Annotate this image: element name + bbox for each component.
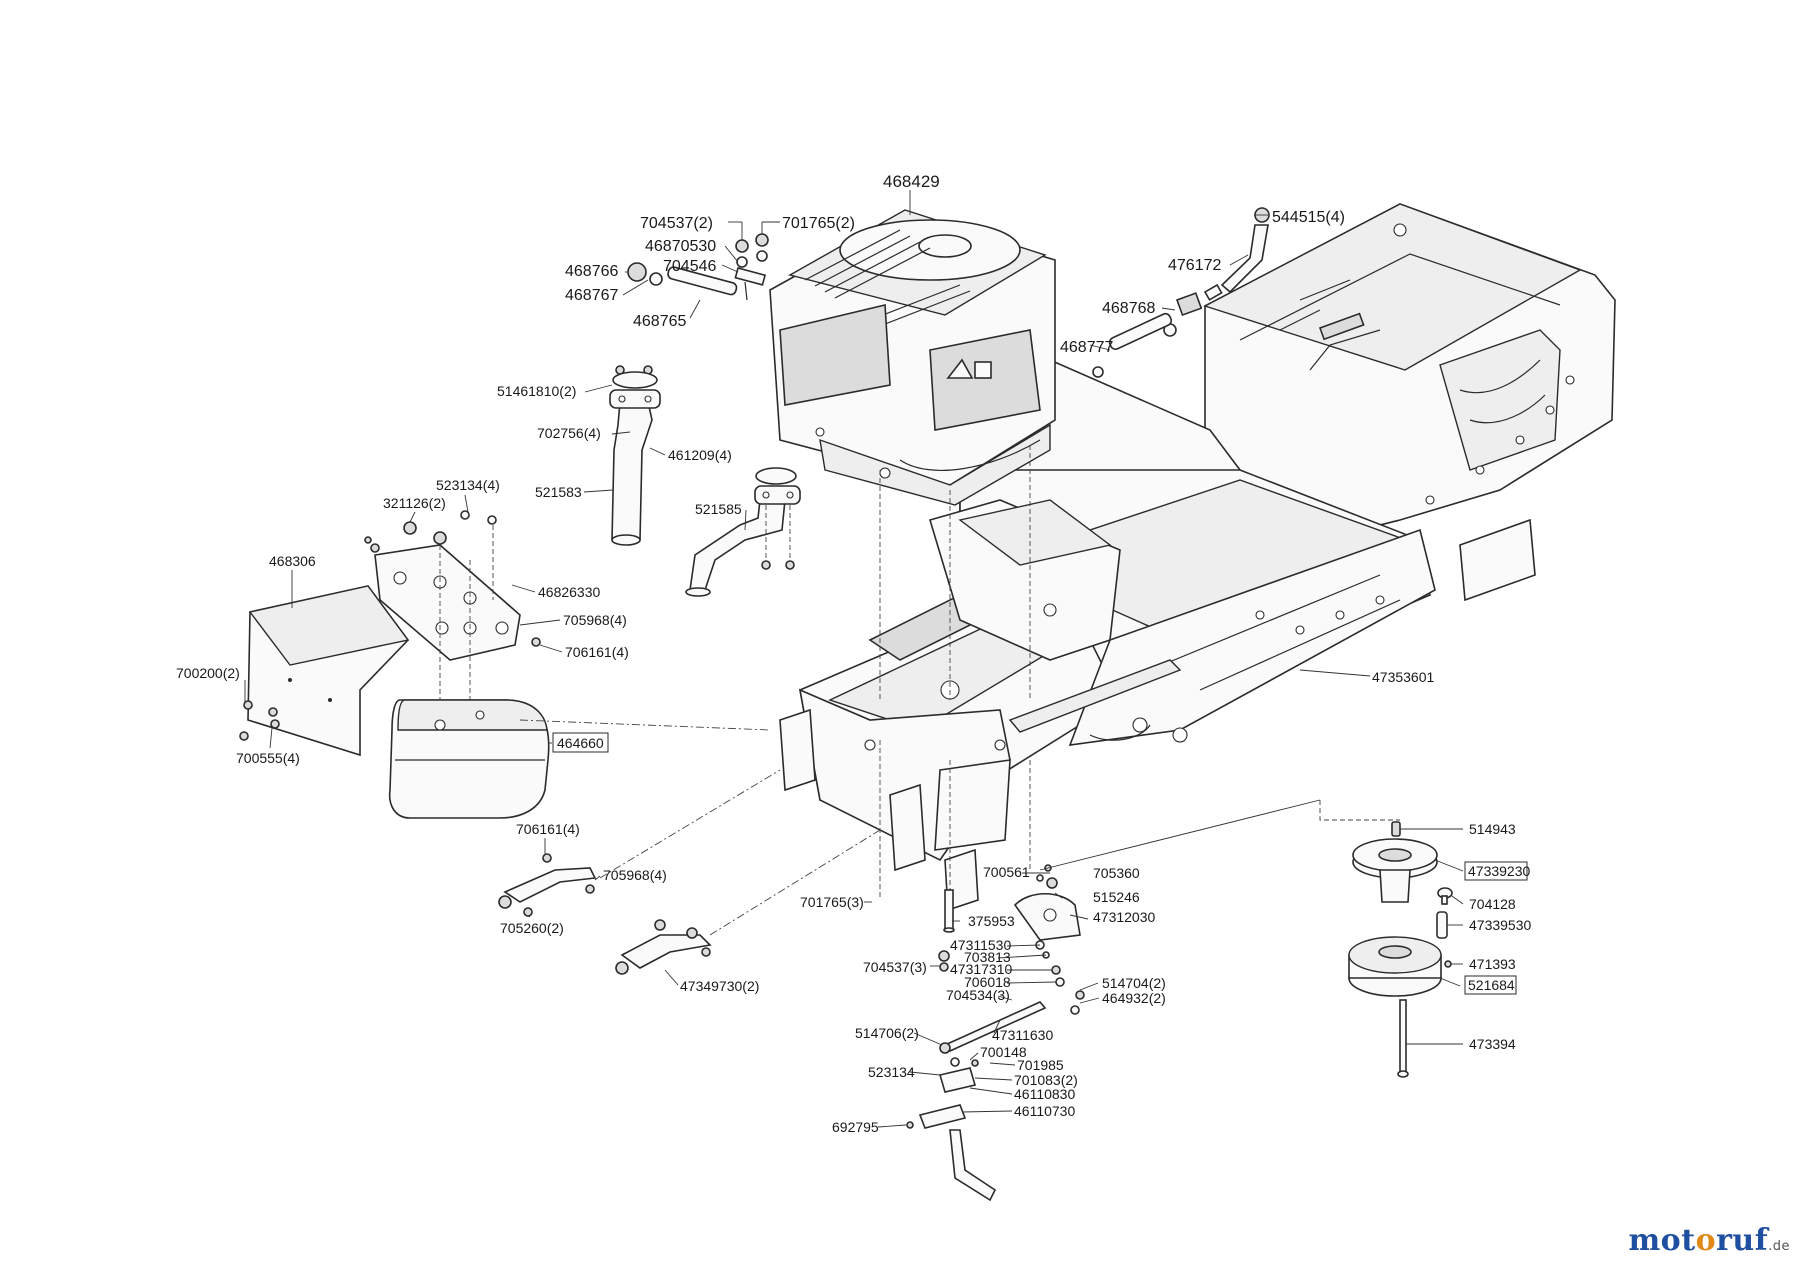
oil-drain-tube-468765 bbox=[627, 262, 738, 296]
muffler-bracket-46826330 bbox=[374, 544, 521, 661]
label-47353601: 47353601 bbox=[1372, 669, 1435, 685]
label-468768: 468768 bbox=[1102, 300, 1155, 317]
label-701083-2: 701083(2) bbox=[1014, 1072, 1078, 1088]
rod-47311630 bbox=[939, 1001, 1047, 1054]
label-700148: 700148 bbox=[980, 1044, 1027, 1060]
logo-tld: .de bbox=[1768, 1239, 1790, 1254]
label-47311630: 47311630 bbox=[992, 1027, 1053, 1043]
label-514704-2: 514704(2) bbox=[1102, 975, 1166, 991]
label-521585: 521585 bbox=[695, 501, 742, 517]
label-47312030: 47312030 bbox=[1093, 909, 1156, 925]
bracket-46110730 bbox=[906, 1104, 967, 1129]
motoruf-logo: motoruf.de bbox=[1628, 1223, 1790, 1258]
engine-468429 bbox=[769, 209, 1056, 506]
label-514706-2: 514706(2) bbox=[855, 1025, 919, 1041]
label-514943: 514943 bbox=[1469, 821, 1516, 837]
label-701765-3: 701765(3) bbox=[800, 894, 864, 910]
pto-assembly bbox=[1039, 799, 1453, 1078]
label-705968-4-top: 705968(4) bbox=[563, 612, 627, 628]
label-702756-4: 702756(4) bbox=[537, 425, 601, 441]
box-521684 bbox=[1464, 975, 1517, 995]
label-700555-4: 700555(4) bbox=[236, 750, 300, 766]
lever-47312030 bbox=[1013, 893, 1081, 941]
label-521684: 521684 bbox=[1468, 977, 1515, 993]
label-706161-4-top: 706161(4) bbox=[565, 644, 629, 660]
label-705968-4-bottom: 705968(4) bbox=[603, 867, 667, 883]
label-468765: 468765 bbox=[633, 313, 686, 330]
label-704537-2: 704537(2) bbox=[640, 215, 713, 232]
label-47349730-2: 47349730(2) bbox=[680, 978, 759, 994]
frame-holes bbox=[864, 223, 1575, 751]
muffler-464660 bbox=[388, 699, 550, 819]
label-468767: 468767 bbox=[565, 287, 618, 304]
label-468777: 468777 bbox=[1060, 339, 1113, 356]
label-51461810-2: 51461810(2) bbox=[497, 383, 576, 399]
gaskets-51461810 bbox=[612, 371, 797, 485]
label-47311530: 47311530 bbox=[950, 937, 1011, 953]
label-468766: 468766 bbox=[565, 263, 618, 280]
box-464660 bbox=[552, 732, 609, 753]
label-701985: 701985 bbox=[1017, 1057, 1064, 1073]
exhaust-pipe-521585 bbox=[685, 485, 801, 597]
label-471393: 471393 bbox=[1469, 956, 1516, 972]
label-705260-2: 705260(2) bbox=[500, 920, 564, 936]
label-704534-3: 704534(3) bbox=[946, 987, 1010, 1003]
label-544515-4: 544515(4) bbox=[1272, 209, 1345, 226]
label-375953: 375953 bbox=[968, 913, 1015, 929]
label-464932-2: 464932(2) bbox=[1102, 990, 1166, 1006]
label-703813: 703813 bbox=[964, 949, 1011, 965]
label-46110830: 46110830 bbox=[1014, 1086, 1075, 1102]
label-701765-2: 701765(2) bbox=[782, 215, 855, 232]
hose-468777 bbox=[1092, 312, 1173, 378]
label-706018: 706018 bbox=[964, 974, 1011, 990]
label-523134-4: 523134(4) bbox=[436, 477, 500, 493]
label-321126-2: 321126(2) bbox=[383, 495, 446, 511]
part-labels: 468429 704537(2) 701765(2) 46870530 7045… bbox=[176, 172, 1532, 1135]
pedal-arm bbox=[949, 1129, 997, 1202]
engine-mount-lines bbox=[879, 445, 1031, 920]
label-464660: 464660 bbox=[557, 735, 604, 751]
label-47317310: 47317310 bbox=[950, 961, 1013, 977]
label-461209-4: 461209(4) bbox=[668, 447, 732, 463]
label-46826330: 46826330 bbox=[538, 584, 601, 600]
label-704546: 704546 bbox=[663, 258, 716, 275]
label-700561: 700561 bbox=[983, 864, 1030, 880]
exhaust-pipe-521583 bbox=[609, 365, 661, 546]
logo-part-c: ruf bbox=[1716, 1223, 1769, 1258]
label-706161-4-bottom: 706161(4) bbox=[516, 821, 580, 837]
label-515246: 515246 bbox=[1093, 889, 1140, 905]
hardware-muffler bbox=[239, 510, 541, 741]
leader-lines bbox=[244, 190, 1464, 1128]
bracket-46110830 bbox=[938, 1057, 979, 1093]
label-704128: 704128 bbox=[1469, 896, 1516, 912]
bolt-stack-704537-701765 bbox=[734, 233, 769, 301]
label-705360: 705360 bbox=[1093, 865, 1140, 881]
heat-shield-468306 bbox=[247, 585, 410, 757]
shaft-375953 bbox=[943, 889, 955, 933]
label-473394: 473394 bbox=[1469, 1036, 1516, 1052]
label-704537-3: 704537(3) bbox=[863, 959, 927, 975]
label-46110730: 46110730 bbox=[1014, 1103, 1075, 1119]
label-468429: 468429 bbox=[883, 172, 940, 191]
label-47339230: 47339230 bbox=[1468, 863, 1531, 879]
fuel-filter-468768 bbox=[1163, 292, 1203, 337]
label-468306: 468306 bbox=[269, 553, 316, 569]
label-523134: 523134 bbox=[868, 1064, 915, 1080]
label-47339530: 47339530 bbox=[1469, 917, 1532, 933]
bracket-705260 bbox=[498, 853, 597, 917]
label-476172: 476172 bbox=[1168, 257, 1221, 274]
logo-part-b: o bbox=[1695, 1223, 1717, 1258]
box-47339230 bbox=[1464, 861, 1528, 881]
label-700200-2: 700200(2) bbox=[176, 665, 240, 681]
label-521583: 521583 bbox=[535, 484, 582, 500]
label-692795: 692795 bbox=[832, 1119, 879, 1135]
label-46870530: 46870530 bbox=[645, 238, 716, 255]
bracket-47349730 bbox=[615, 919, 712, 975]
logo-part-a: mot bbox=[1628, 1223, 1696, 1258]
